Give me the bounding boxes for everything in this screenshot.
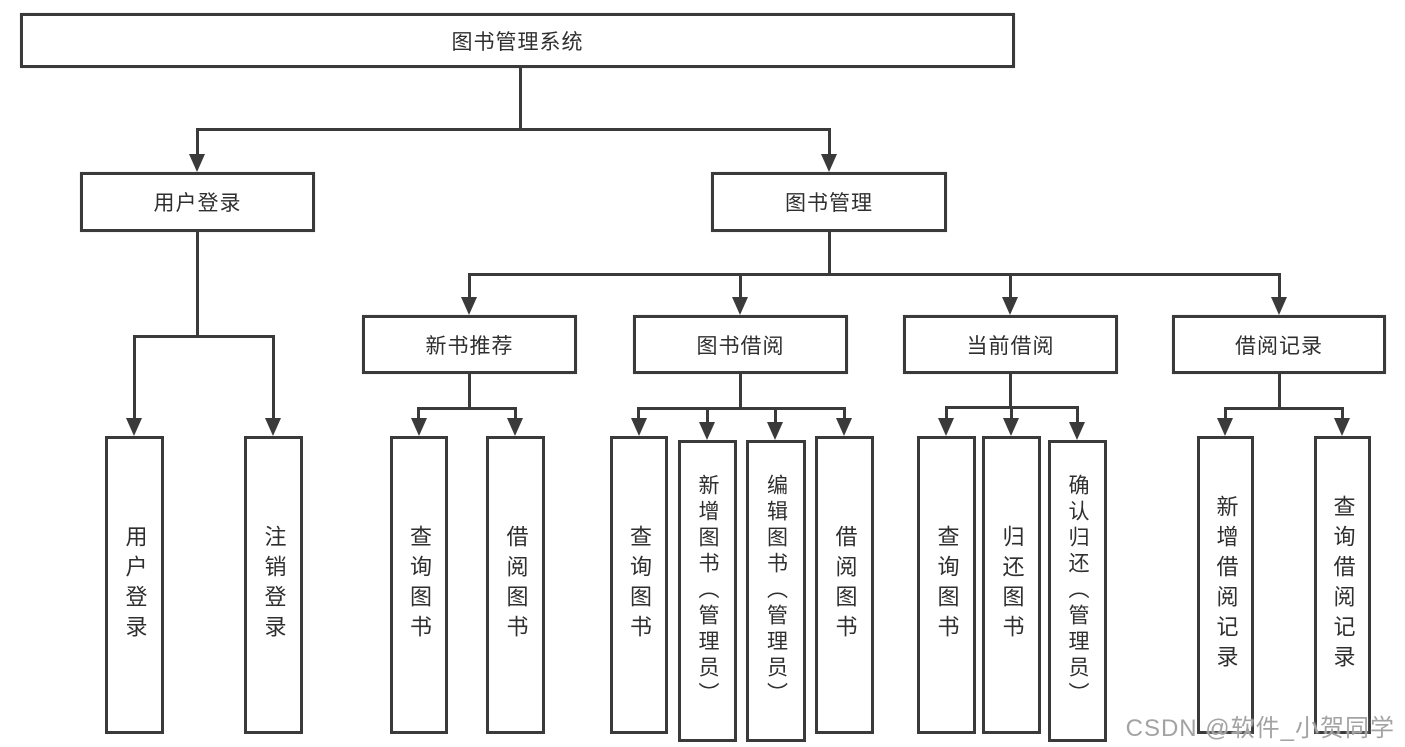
arrowhead [265, 418, 281, 436]
leaf-query-books-recommend: 查询图书 [390, 436, 448, 734]
leaf-edit-books-admin: 编辑图书（管理员） [746, 440, 806, 742]
leaf-label: 查询图书 [627, 525, 652, 645]
connector-line [272, 335, 275, 421]
node-label: 图书借阅 [696, 334, 785, 358]
connector-line [1278, 273, 1281, 299]
arrowhead [631, 418, 647, 436]
leaf-label: 归还图书 [999, 525, 1025, 645]
csdn-watermark: CSDN @软件_小贺同学 [1125, 715, 1395, 742]
connector-line [1009, 374, 1012, 406]
node-user-login-group: 用户登录 [80, 172, 315, 232]
arrowhead [189, 154, 205, 172]
leaf-add-books-admin: 新增图书（管理员） [678, 440, 737, 742]
node-current-borrowing: 当前借阅 [903, 315, 1118, 374]
leaf-label: 查询图书 [407, 525, 432, 645]
leaf-user-login: 用户登录 [105, 436, 164, 734]
connector-line [514, 407, 517, 421]
node-borrowing-records: 借阅记录 [1172, 315, 1386, 374]
arrowhead [1271, 297, 1287, 315]
connector-line [417, 407, 517, 410]
connector-line [774, 407, 777, 423]
leaf-borrow-books-borrowing: 借阅图书 [815, 436, 874, 734]
connector-line [1224, 407, 1344, 410]
node-label: 图书管理系统 [451, 30, 584, 54]
connector-line [1224, 407, 1227, 421]
connector-line [637, 407, 846, 410]
node-book-borrowing: 图书借阅 [633, 315, 848, 374]
connector-line [828, 128, 831, 156]
connector-line [196, 232, 199, 335]
connector-line [468, 273, 1281, 276]
leaf-query-borrowing-record: 查询借阅记录 [1314, 436, 1371, 734]
connector-line [843, 407, 846, 421]
leaf-label: 查询借阅记录 [1330, 495, 1356, 675]
connector-line [417, 407, 420, 421]
arrowhead [699, 422, 715, 440]
leaf-label: 编辑图书（管理员） [764, 474, 788, 708]
connector-line [1009, 273, 1012, 299]
arrowhead [1334, 418, 1350, 436]
connector-line [739, 273, 742, 299]
node-book-management: 图书管理 [711, 172, 947, 232]
connector-line [1010, 406, 1013, 421]
leaf-borrow-books-recommend: 借阅图书 [486, 436, 545, 734]
arrowhead [836, 418, 852, 436]
connector-line [637, 407, 640, 421]
connector-line [196, 128, 199, 156]
node-label: 当前借阅 [966, 334, 1055, 358]
arrowhead [411, 418, 427, 436]
leaf-label: 借阅图书 [832, 525, 858, 645]
leaf-label: 查询图书 [934, 525, 960, 645]
connector-line [468, 273, 471, 299]
connector-line [1341, 407, 1344, 421]
connector-line [706, 407, 709, 423]
connector-line [468, 374, 471, 407]
connector-line [739, 374, 742, 407]
leaf-query-books-borrowing: 查询图书 [610, 436, 668, 734]
arrowhead [938, 418, 954, 436]
connector-line [828, 232, 831, 273]
arrowhead [126, 418, 142, 436]
node-label: 借阅记录 [1235, 334, 1323, 358]
arrowhead [461, 297, 477, 315]
leaf-label: 用户登录 [122, 525, 148, 645]
leaf-return-books: 归还图书 [982, 436, 1041, 734]
leaf-label: 注销登录 [261, 525, 287, 645]
node-library-management-system: 图书管理系统 [20, 13, 1015, 68]
node-new-book-recommend: 新书推荐 [362, 315, 577, 374]
leaf-add-borrowing-record: 新增借阅记录 [1197, 436, 1254, 734]
node-label: 图书管理 [785, 192, 873, 215]
leaf-query-books-current: 查询图书 [917, 436, 976, 734]
leaf-label: 新增图书（管理员） [696, 474, 719, 708]
connector-line [133, 335, 136, 421]
node-label: 新书推荐 [425, 334, 514, 358]
leaf-logout: 注销登录 [244, 436, 303, 734]
arrowhead [1002, 297, 1018, 315]
connector-line [519, 68, 522, 128]
connector-line [196, 128, 831, 131]
connector-line [945, 406, 948, 421]
leaf-label: 确认归还（管理员） [1066, 474, 1089, 708]
connector-line [1278, 374, 1281, 407]
node-label: 用户登录 [153, 192, 242, 215]
leaf-confirm-return-admin: 确认归还（管理员） [1048, 440, 1107, 742]
connector-line [133, 335, 275, 338]
arrowhead [821, 154, 837, 172]
arrowhead [1003, 418, 1019, 436]
arrowhead [732, 297, 748, 315]
arrowhead [1069, 422, 1085, 440]
leaf-label: 新增借阅记录 [1213, 495, 1239, 675]
connector-line [1076, 406, 1079, 423]
leaf-label: 借阅图书 [503, 525, 529, 645]
arrowhead [767, 422, 783, 440]
arrowhead [507, 418, 523, 436]
arrowhead [1217, 418, 1233, 436]
